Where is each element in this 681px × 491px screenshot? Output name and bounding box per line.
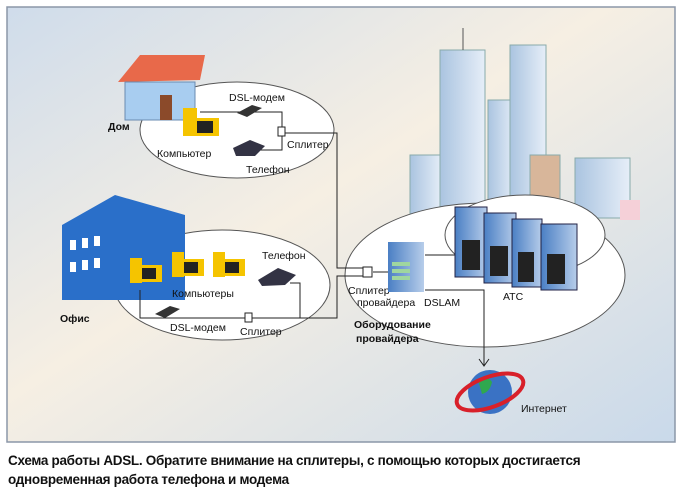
home-splitter-icon <box>277 126 286 137</box>
caption-line-2: одновременная работа телефона и модема <box>8 472 289 487</box>
provider-splitter-icon <box>362 266 373 278</box>
office-modem-icon <box>155 306 180 318</box>
office-splitter-label: Сплитер <box>240 326 282 338</box>
office-phone-label: Телефон <box>262 250 306 262</box>
provider-equipment-label-1: Оборудование <box>354 319 431 331</box>
caption-line-1: Схема работы ADSL. Обратите внимание на … <box>8 453 581 468</box>
dslam-label: DSLAM <box>424 297 460 309</box>
atc-label: АТС <box>503 291 524 303</box>
office-label: Офис <box>60 313 90 325</box>
internet-label: Интернет <box>521 403 567 415</box>
internet-globe-icon <box>454 370 526 414</box>
dslam-server-icon <box>388 242 424 292</box>
provider-splitter-label-2: провайдера <box>357 297 415 309</box>
home-modem-label: DSL-модем <box>229 92 285 104</box>
office-computers-label: Компьютеры <box>172 288 234 300</box>
home-computer-label: Компьютер <box>157 148 212 160</box>
home-label: Дом <box>108 121 130 133</box>
figure-caption: Схема работы ADSL. Обратите внимание на … <box>8 451 678 489</box>
office-modem-label: DSL-модем <box>170 322 226 334</box>
office-phone-icon <box>258 268 296 286</box>
home-phone-icon <box>233 140 265 156</box>
home-splitter-label: Сплитер <box>287 139 329 151</box>
home-computer-icon <box>183 108 219 136</box>
home-phone-label: Телефон <box>246 164 290 176</box>
office-computers-icon <box>130 252 245 283</box>
provider-splitter-label-1: Сплитер <box>348 285 390 297</box>
office-splitter-icon <box>244 312 253 323</box>
provider-equipment-label-2: провайдера <box>356 333 419 345</box>
atc-racks-icon <box>454 206 578 291</box>
home-modem-icon <box>237 105 262 117</box>
